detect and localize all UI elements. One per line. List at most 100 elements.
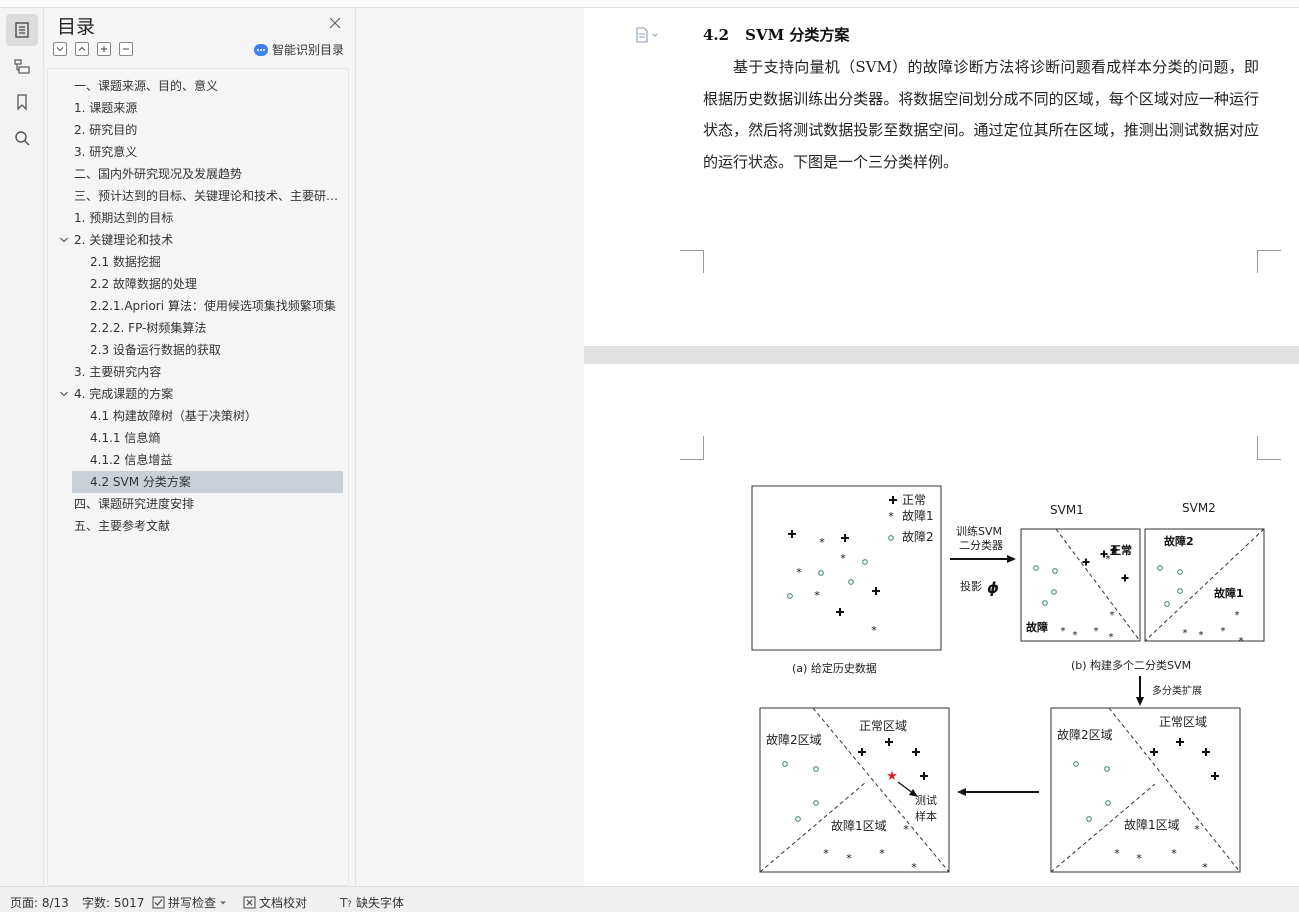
margin-corner-mark [680, 250, 704, 273]
fault1-marker: * [911, 861, 917, 874]
chevron-down-icon[interactable] [59, 383, 71, 405]
region-fault1-right: 故障1区域 [1124, 817, 1180, 832]
fault2-marker [1052, 568, 1058, 574]
chevron-down-icon[interactable] [59, 229, 71, 251]
margin-corner-mark [680, 436, 704, 460]
spell-check-button[interactable]: 拼写检查 [152, 894, 227, 911]
toc-item[interactable]: 4.1 构建故障树（基于决策树） [90, 409, 257, 423]
toc-item[interactable]: 4. 完成课题的方案 [74, 387, 174, 401]
toc-item[interactable]: 3. 主要研究内容 [74, 365, 162, 379]
toc-item[interactable]: 4.1.2 信息增益 [90, 453, 173, 467]
test-sample-marker: ★ [886, 769, 898, 784]
toc-item[interactable]: 2. 关键理论和技术 [74, 233, 174, 247]
fault2-marker [787, 593, 793, 599]
toc-item[interactable]: 2.2.1.Apriori 算法：使用候选项集找频繁项集 [90, 299, 336, 313]
page-indicator[interactable]: 页面: 8/13 [10, 896, 69, 910]
margin-corner-mark [1257, 436, 1281, 460]
toc-item[interactable]: 2.1 数据挖掘 [90, 255, 161, 269]
svm2-label: SVM2 [1182, 501, 1216, 515]
toc-item[interactable]: 2.2 故障数据的处理 [90, 277, 197, 291]
toc-item[interactable]: 一、课题来源、目的、意义 [74, 79, 219, 93]
chevron-up-icon [78, 46, 86, 51]
expand-all-button[interactable] [97, 42, 111, 56]
fault1-marker: * [871, 624, 877, 637]
fault2-marker [818, 570, 824, 576]
toc-item[interactable]: 2.2.2. FP-树频集算法 [90, 321, 207, 335]
toc-item[interactable]: 3. 研究意义 [74, 145, 138, 159]
fault1-marker: * [1109, 632, 1114, 643]
fault1-marker: * [1073, 630, 1078, 641]
bookmark-icon[interactable] [6, 86, 38, 118]
region-normal-right: 正常区域 [1159, 715, 1207, 729]
fault2-marker [1177, 569, 1183, 575]
chapter-nav-icon[interactable] [6, 50, 38, 82]
proofread-button[interactable]: 文档校对 [243, 894, 307, 911]
toc-item[interactable]: 1. 预期达到的目标 [74, 211, 174, 225]
fault2-marker [813, 800, 819, 806]
fault2-marker [1086, 816, 1092, 822]
region-normal-left: 正常区域 [859, 719, 907, 733]
test-label-1: 测试 [915, 794, 937, 807]
toc-item[interactable]: 二、国内外研究现况及发展趋势 [74, 167, 243, 181]
missing-font-button[interactable]: T? 缺失字体 [340, 894, 404, 911]
normal-marker [1211, 772, 1219, 780]
final-frame-left [759, 707, 950, 873]
region-fault1-left: 故障1区域 [831, 818, 887, 833]
toc-item[interactable]: 四、课题研究进度安排 [74, 497, 195, 511]
toc-item[interactable]: 1. 课题来源 [74, 101, 138, 115]
fault1-marker: * [1239, 636, 1244, 647]
svm1-label: SVM1 [1050, 503, 1084, 517]
word-count[interactable]: 字数: 5017 [82, 896, 145, 910]
fault1-marker: * [823, 847, 829, 860]
fault1-marker: * [1221, 626, 1226, 637]
page-separator [584, 346, 1299, 364]
toc-item[interactable]: 2. 研究目的 [74, 123, 138, 137]
toc-item[interactable]: 2.3 设备运行数据的获取 [90, 343, 221, 357]
close-icon[interactable] [328, 16, 342, 30]
down-arrow-head [1136, 697, 1144, 706]
section-title: SVM 分类方案 [745, 26, 850, 44]
fault2-marker [888, 535, 894, 541]
test-label-2: 样本 [915, 809, 937, 823]
caption-a: (a) 给定历史数据 [792, 661, 877, 675]
normal-marker [885, 738, 893, 746]
normal-marker [1121, 574, 1129, 582]
projection-label: 投影 [960, 579, 982, 593]
toc-item[interactable]: 4.1.1 信息熵 [90, 431, 161, 445]
status-bar: 页面: 8/13 字数: 5017 拼写检查 文档校对 T? 缺失字体 [0, 886, 1299, 912]
normal-marker [788, 530, 796, 538]
panel-a-frame [751, 485, 942, 651]
proofread-label: 文档校对 [259, 896, 308, 910]
paragraph-menu-icon[interactable] [636, 27, 660, 43]
fault2-marker [862, 559, 868, 565]
fault1-marker: * [1171, 847, 1177, 860]
expand-down-button[interactable] [53, 42, 67, 56]
collapse-up-button[interactable] [75, 42, 89, 56]
svm1-frame [1020, 528, 1141, 642]
fault1-marker: * [796, 566, 802, 579]
fault1-marker: * [879, 847, 885, 860]
normal-marker [912, 748, 920, 756]
toc-list: 一、课题来源、目的、意义 1. 课题来源 2. 研究目的 3. 研究意义二、国内外研究… [47, 68, 349, 886]
collapse-all-button[interactable] [119, 42, 133, 56]
toc-item-selected[interactable]: 4.2 SVM 分类方案 [72, 471, 343, 493]
fault1-marker: * [814, 589, 820, 602]
search-icon[interactable] [6, 122, 38, 154]
fault1-marker: * [840, 552, 846, 565]
smart-toc-label: 智能识别目录 [272, 43, 345, 57]
svm2-frame [1144, 528, 1265, 642]
fault2-marker [1104, 766, 1110, 772]
caption-b: (b) 构建多个二分类SVM [1071, 658, 1191, 672]
toc-item[interactable]: 三、预计达到的目标、关键理论和技术、主要研究内容、完成课题的方案 [74, 189, 340, 203]
multi-class-label: 多分类扩展 [1152, 684, 1202, 697]
toc-nav-icon[interactable] [6, 14, 38, 46]
checkbox-icon [152, 896, 165, 909]
smart-toc-button[interactable]: 智能识别目录 [254, 41, 344, 58]
toc-item[interactable]: 五、主要参考文献 [74, 519, 171, 533]
normal-marker [858, 748, 866, 756]
doc-margin-gray [357, 8, 584, 886]
